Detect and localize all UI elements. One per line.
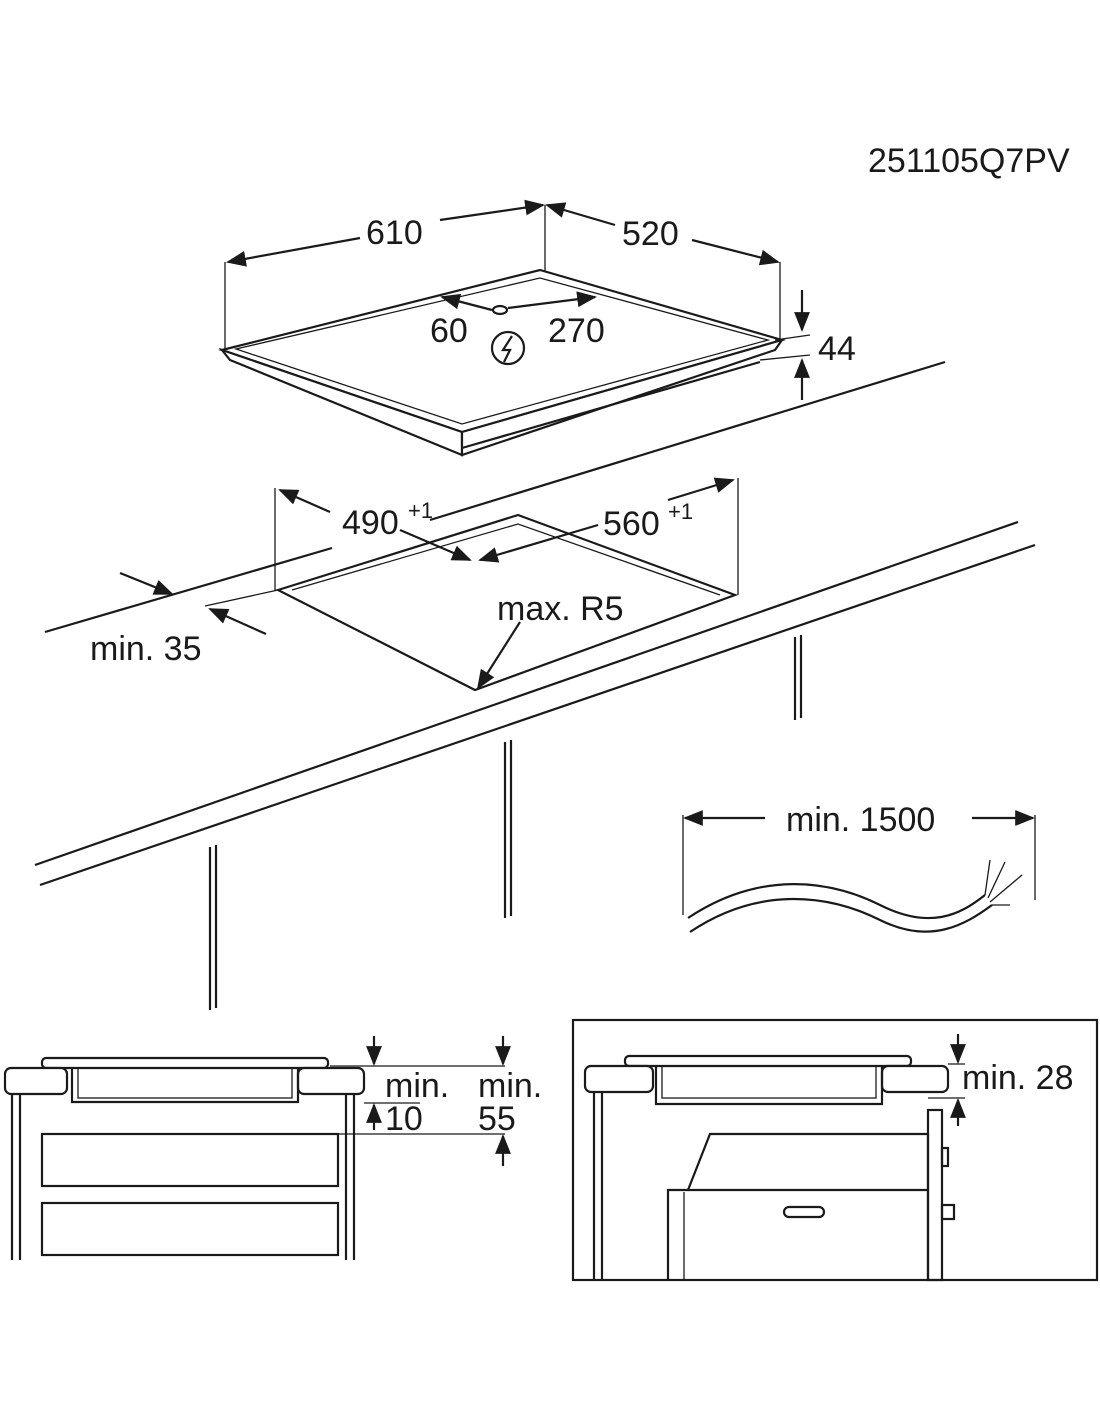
model-code: 251105Q7PV [868,142,1070,180]
countertop [34,360,1036,1010]
cutout-depth-label: 490 [342,504,399,542]
side-view-oven [571,1018,1099,1282]
hob-depth-label: 520 [622,215,679,253]
min-label-2: min. [478,1067,542,1105]
cable-length-label: min. 1500 [786,801,935,839]
min-front-distance-label: min. 35 [90,630,202,668]
connection-offset-back: 270 [548,312,605,350]
hob-width-label: 610 [366,214,423,252]
cutout-depth-tolerance: +1 [408,498,433,523]
cable-diagram [682,810,1036,933]
cutout-width-label: 560 [603,505,660,543]
hob-perspective [218,199,811,457]
hob-height-label: 44 [818,330,856,368]
min-clearance-label: min. 28 [962,1059,1074,1097]
connection-offset-left: 60 [430,312,468,350]
lightning-icon [490,330,526,366]
min-value-1: 10 [385,1100,423,1138]
min-value-2: 55 [478,1100,516,1138]
min-label-1: min. [385,1067,449,1105]
cutout-width-tolerance: +1 [668,499,693,524]
side-view-drawers [3,1036,511,1260]
corner-radius-label: max. R5 [497,590,624,628]
